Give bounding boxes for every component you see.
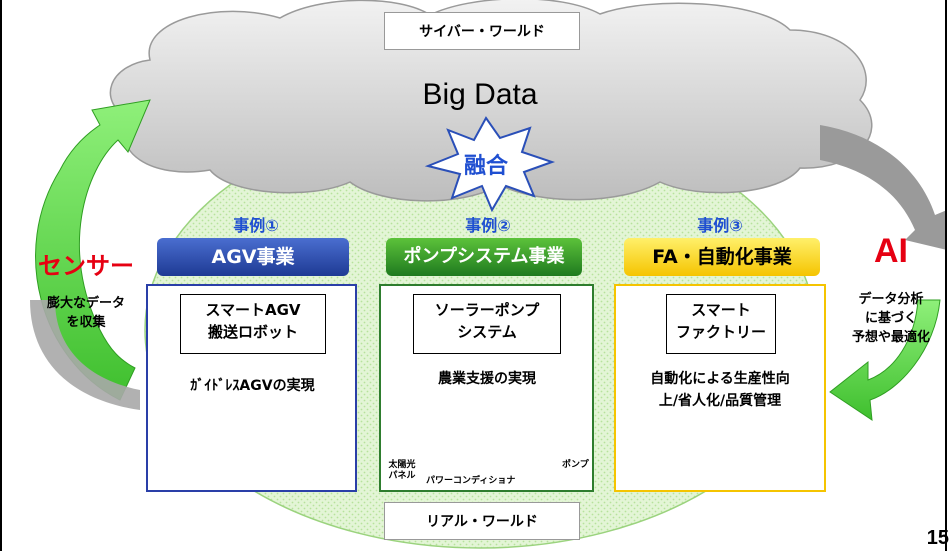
big-data-title: Big Data: [422, 78, 538, 111]
fusion-starburst: [424, 116, 556, 213]
iot-line1: IoT: [487, 419, 503, 429]
real-world-label: リアル・ワールド: [384, 502, 580, 540]
pump-box-line2: システム: [457, 323, 517, 341]
fusion-label: 融合: [463, 154, 508, 179]
agv-box-line1: スマートAGV: [205, 301, 301, 319]
ai-title: AI: [874, 232, 908, 270]
page-number: 15: [926, 527, 949, 549]
right-gray-arrow: [820, 125, 947, 250]
left-gray-arc: [30, 300, 140, 410]
pump-caption: 農業支援の実現: [382, 368, 592, 390]
business-bar-agv: AGV事業: [157, 238, 349, 276]
case-number-1: 事例①: [233, 216, 279, 235]
iot-line2: 制御機: [481, 430, 509, 440]
case-number-3: 事例③: [697, 216, 743, 235]
left-green-arrow: [35, 99, 151, 401]
ai-desc-line2: に基づく: [864, 311, 917, 326]
fa-box-line1: スマート: [691, 301, 751, 319]
right-green-arrow: [829, 299, 941, 422]
ai-description: データ分析 に基づく 予想や最適化: [834, 290, 948, 347]
agv-caption: ｶﾞｲﾄﾞﾚｽAGVの実現: [150, 375, 355, 397]
case-number-2: 事例②: [465, 216, 511, 235]
pump-caption-line1: 農業支援の実現: [438, 371, 536, 387]
agv-box-line2: 搬送ロボット: [207, 323, 298, 341]
business-bar-pump: ポンプシステム事業: [386, 238, 582, 276]
fa-caption-line1: 自動化による生産性向: [650, 371, 790, 387]
sensor-desc-line1: 膨大なデータ: [46, 296, 125, 311]
fa-caption: 自動化による生産性向 上/省人化/品質管理: [616, 368, 824, 412]
cyber-world-label: サイバー・ワールド: [384, 12, 580, 50]
sensor-desc-line2: を収集: [66, 315, 106, 330]
ai-desc-line3: 予想や最適化: [851, 330, 930, 345]
agv-box: スマートAGV 搬送ロボット: [180, 294, 326, 354]
pump-label: ポンプ: [562, 460, 589, 470]
agv-caption-line1: ｶﾞｲﾄﾞﾚｽAGVの実現: [190, 378, 315, 394]
fa-box: スマート ファクトリー: [666, 294, 776, 354]
fa-box-line2: ファクトリー: [675, 323, 766, 341]
pump-box-line1: ソーラーポンプ: [434, 301, 540, 319]
sensor-description: 膨大なデータ を収集: [26, 294, 146, 332]
ai-desc-line1: データ分析: [858, 292, 924, 307]
fa-caption-line2: 上/省人化/品質管理: [658, 393, 782, 409]
solar-line1: 太陽光: [388, 460, 416, 470]
power-conditioner-label: パワーコンディショナ: [426, 476, 516, 486]
pump-box: ソーラーポンプ システム: [413, 294, 561, 354]
solar-line2: パネル: [388, 471, 416, 481]
sensor-title: センサー: [38, 252, 134, 280]
solar-panel-label: 太陽光 パネル: [384, 460, 420, 482]
iot-controller-label: IoT 制御機: [456, 419, 534, 441]
business-bar-fa: FA・自動化事業: [624, 238, 820, 276]
